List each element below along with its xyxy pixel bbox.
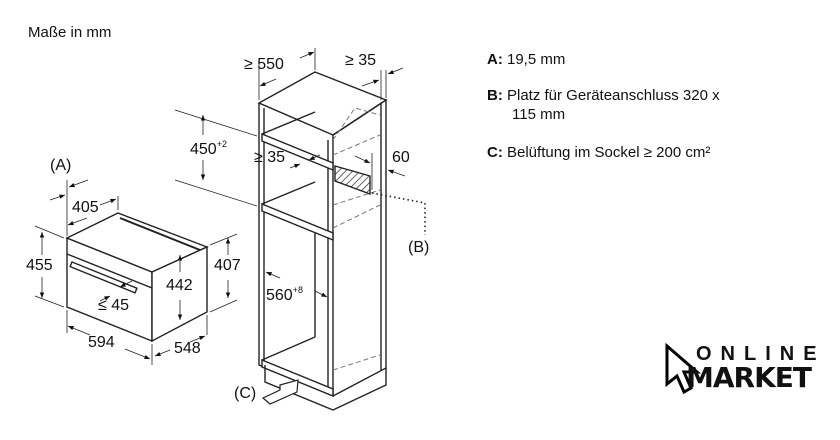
oven-drawing: [65, 212, 209, 343]
units-title: Maße in mm: [28, 24, 112, 41]
dim-548: 548: [174, 340, 201, 357]
logo-line2: MARKET: [686, 361, 812, 394]
logo-line1: ONLINE: [696, 343, 826, 365]
dim-back-gap: ≥ 35: [345, 52, 377, 69]
legend-a: A: 19,5 mm: [487, 51, 566, 68]
dim-60: 60: [392, 149, 410, 166]
label-b: (B): [408, 239, 430, 256]
dim-560: 560+8: [266, 285, 303, 304]
dim-shelf-gap: ≥ 35: [254, 149, 286, 166]
dim-407: 407: [214, 257, 241, 274]
cursor-logo-icon: [665, 342, 702, 395]
online-market-logo: ONLINE MARKET: [664, 343, 834, 403]
cabinet-drawing: [257, 71, 388, 411]
dim-handle: ≤ 45: [98, 297, 130, 314]
label-c: (C): [234, 385, 257, 402]
airflow-arrow-icon: [261, 379, 299, 405]
dim-550: ≥ 550: [244, 56, 284, 73]
dim-442: 442: [166, 277, 193, 294]
dim-450: 450+2: [190, 139, 227, 158]
dim-405: 405: [72, 199, 99, 216]
legend-c: C: Belüftung im Sockel ≥ 200 cm²: [487, 144, 711, 161]
dim-455: 455: [26, 257, 53, 274]
dim-594: 594: [88, 334, 115, 351]
label-a: (A): [50, 157, 72, 174]
